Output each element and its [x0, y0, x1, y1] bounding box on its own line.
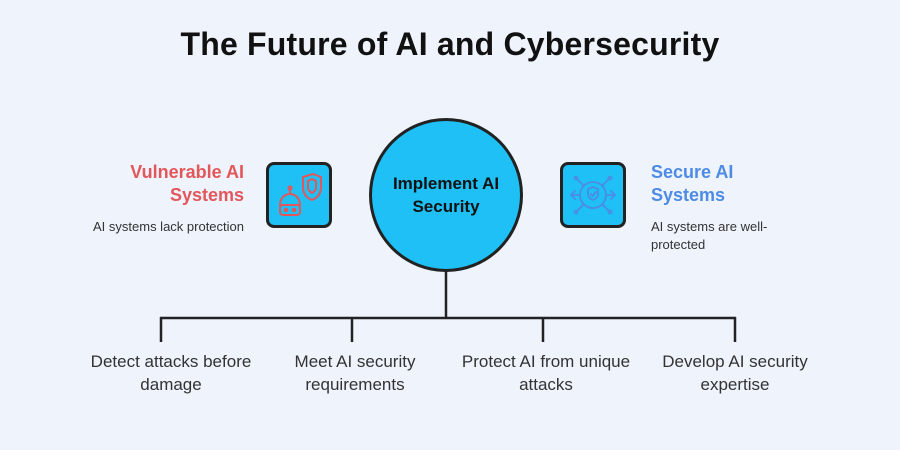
robot-shield-icon [266, 162, 332, 228]
shield-network-icon [560, 162, 626, 228]
vulnerable-title: Vulnerable AI Systems [130, 162, 244, 205]
step-label-1: Detect attacks before damage [90, 352, 252, 394]
secure-title: Secure AI Systems [651, 162, 734, 205]
center-node: Implement AI Security [369, 118, 523, 272]
step-label-3: Protect AI from unique attacks [461, 352, 631, 394]
page-title: The Future of AI and Cybersecurity [180, 26, 720, 62]
step-label-4: Develop AI security expertise [662, 352, 808, 394]
secure-description: AI systems are well-protected [651, 219, 768, 252]
vulnerable-description: AI systems lack protection [93, 219, 244, 234]
center-node-label: Implement AI Security [392, 174, 500, 216]
step-label-2: Meet AI security requirements [294, 352, 416, 394]
